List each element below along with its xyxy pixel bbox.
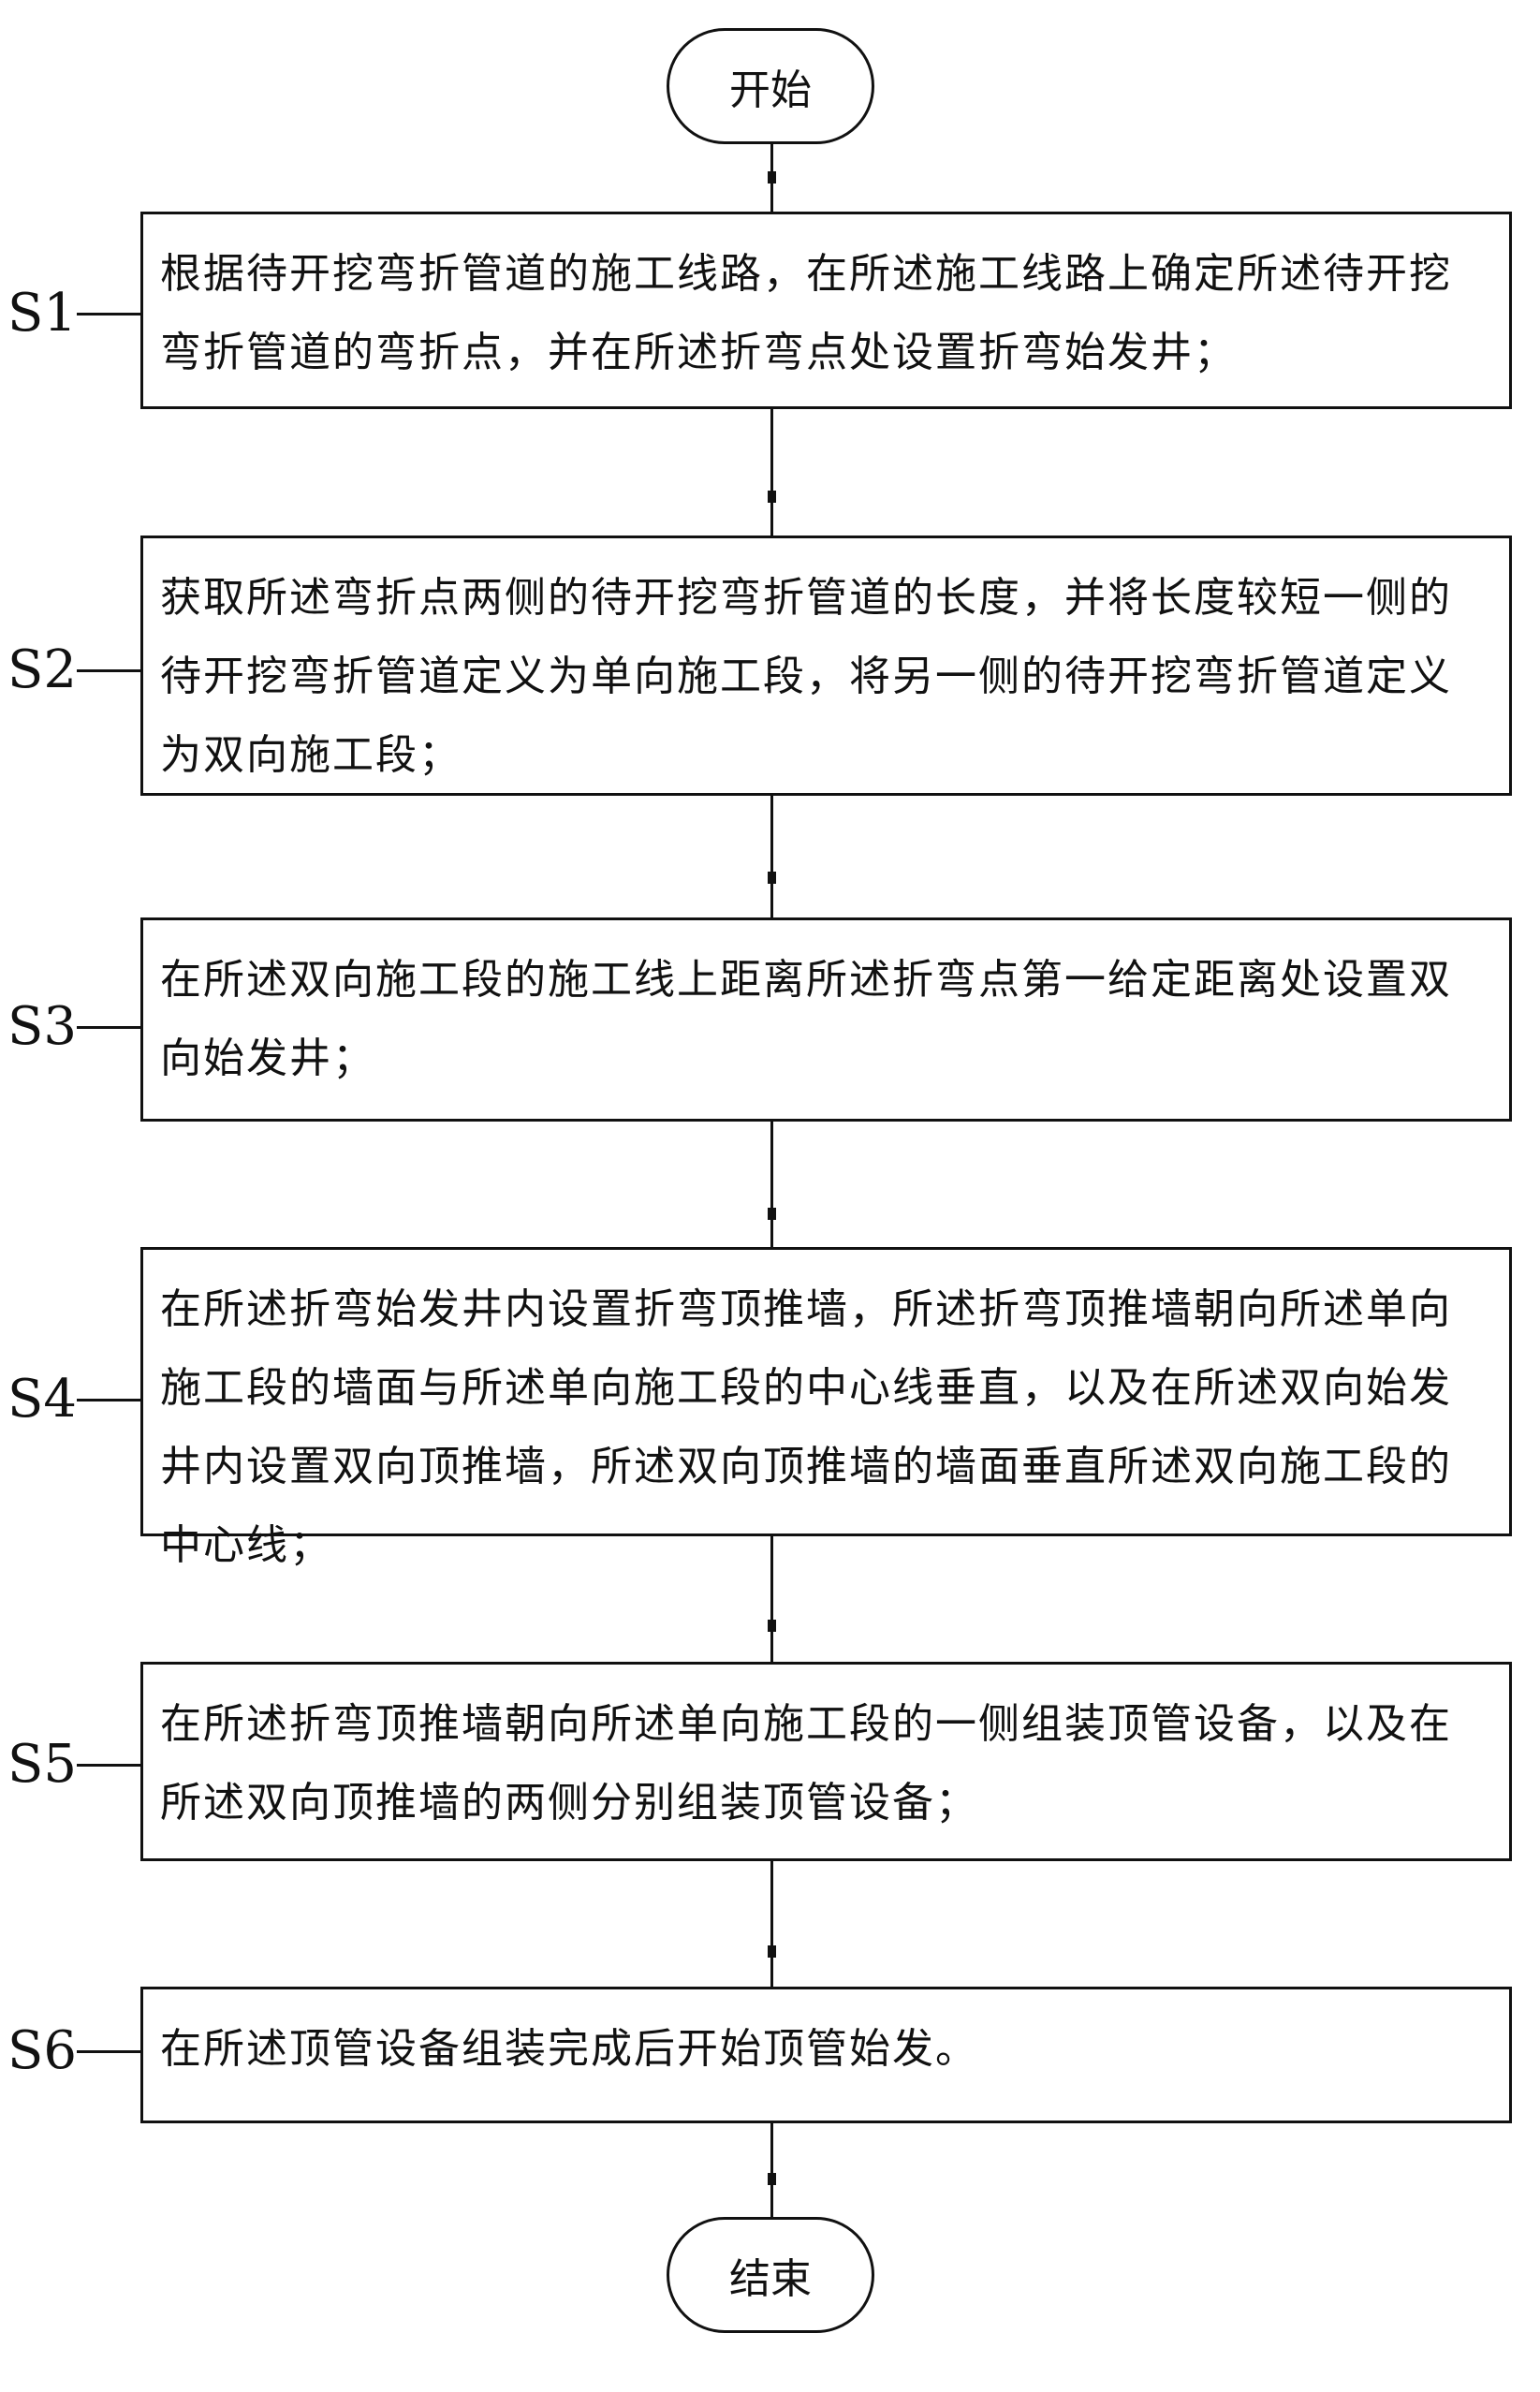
arrow-tick [768, 872, 776, 884]
step-label-s3: S3 [7, 996, 77, 1057]
step-text-s2: 获取所述弯折点两侧的待开挖弯折管道的长度，并将长度较短一侧的待开挖弯折管道定义为… [160, 574, 1452, 779]
step-leader-s2 [77, 669, 140, 672]
step-label-s2: S2 [7, 639, 77, 700]
step-leader-s3 [77, 1026, 140, 1029]
arrow-tick [768, 171, 776, 183]
connector-s2-s3 [770, 796, 773, 917]
step-leader-s6 [77, 2050, 140, 2053]
connector-s6-end [770, 2123, 773, 2217]
arrow-tick [768, 2173, 776, 2185]
step-leader-s1 [77, 313, 140, 316]
step-box-s1: 根据待开挖弯折管道的施工线路，在所述施工线路上确定所述待开挖弯折管道的弯折点，并… [140, 212, 1512, 409]
arrow-tick [768, 1945, 776, 1958]
arrow-tick [768, 1620, 776, 1632]
step-box-s6: 在所述顶管设备组装完成后开始顶管始发。 [140, 1987, 1512, 2123]
start-terminal: 开始 [667, 28, 874, 144]
step-box-s3: 在所述双向施工段的施工线上距离所述折弯点第一给定距离处设置双向始发井； [140, 917, 1512, 1122]
start-label: 开始 [729, 66, 812, 114]
step-label-s6: S6 [7, 2020, 77, 2081]
end-label: 结束 [729, 2255, 812, 2303]
arrow-tick [768, 1208, 776, 1220]
step-box-s4: 在所述折弯始发井内设置折弯顶推墙，所述折弯顶推墙朝向所述单向施工段的墙面与所述单… [140, 1247, 1512, 1569]
step-text-s4: 在所述折弯始发井内设置折弯顶推墙，所述折弯顶推墙朝向所述单向施工段的墙面与所述单… [160, 1285, 1452, 1569]
step-text-s1: 根据待开挖弯折管道的施工线路，在所述施工线路上确定所述待开挖弯折管道的弯折点，并… [160, 250, 1452, 376]
connector-s4-s5 [770, 1536, 773, 1662]
step-label-s1: S1 [7, 283, 77, 344]
connector-s3-s4 [770, 1122, 773, 1247]
step-box-s2: 获取所述弯折点两侧的待开挖弯折管道的长度，并将长度较短一侧的待开挖弯折管道定义为… [140, 536, 1512, 796]
step-text-s5: 在所述折弯顶推墙朝向所述单向施工段的一侧组装顶管设备，以及在所述双向顶推墙的两侧… [160, 1700, 1452, 1827]
step-leader-s5 [77, 1764, 140, 1767]
step-box-s5: 在所述折弯顶推墙朝向所述单向施工段的一侧组装顶管设备，以及在所述双向顶推墙的两侧… [140, 1662, 1512, 1861]
step-leader-s4 [77, 1399, 140, 1401]
step-text-s6: 在所述顶管设备组装完成后开始顶管始发。 [160, 2025, 978, 2073]
end-terminal: 结束 [667, 2217, 874, 2333]
connector-s1-s2 [770, 409, 773, 536]
arrow-tick [768, 491, 776, 503]
connector-s5-s6 [770, 1861, 773, 1987]
step-label-s5: S5 [7, 1734, 77, 1795]
step-label-s4: S4 [7, 1369, 77, 1430]
step-text-s3: 在所述双向施工段的施工线上距离所述折弯点第一给定距离处设置双向始发井； [160, 956, 1452, 1082]
